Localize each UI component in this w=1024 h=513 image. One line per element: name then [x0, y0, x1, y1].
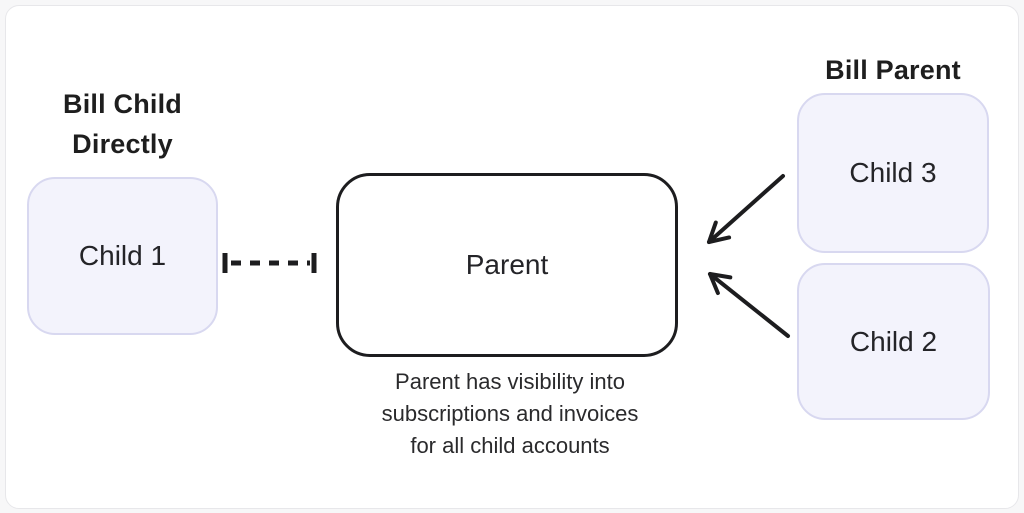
node-parent-label: Parent: [465, 249, 549, 280]
node-child-1: Child 1: [27, 177, 218, 335]
heading-bill-parent: Bill Parent: [825, 55, 961, 85]
node-child-2-label: Child 2: [849, 325, 938, 357]
node-parent: Parent: [336, 173, 678, 357]
parent-visibility-caption: Parent has visibility into subscriptions…: [330, 366, 690, 462]
node-child-3: Child 3: [797, 93, 989, 253]
caption-line-1: Parent has visibility into: [395, 369, 625, 394]
node-child-2: Child 2: [797, 263, 990, 420]
heading-bill-child-directly: Bill Child Directly: [63, 89, 182, 159]
node-child-3-label: Child 3: [849, 157, 937, 188]
caption-line-3: for all child accounts: [410, 433, 610, 458]
node-child-1-label: Child 1: [78, 240, 167, 271]
caption-line-2: subscriptions and invoices: [381, 401, 639, 426]
